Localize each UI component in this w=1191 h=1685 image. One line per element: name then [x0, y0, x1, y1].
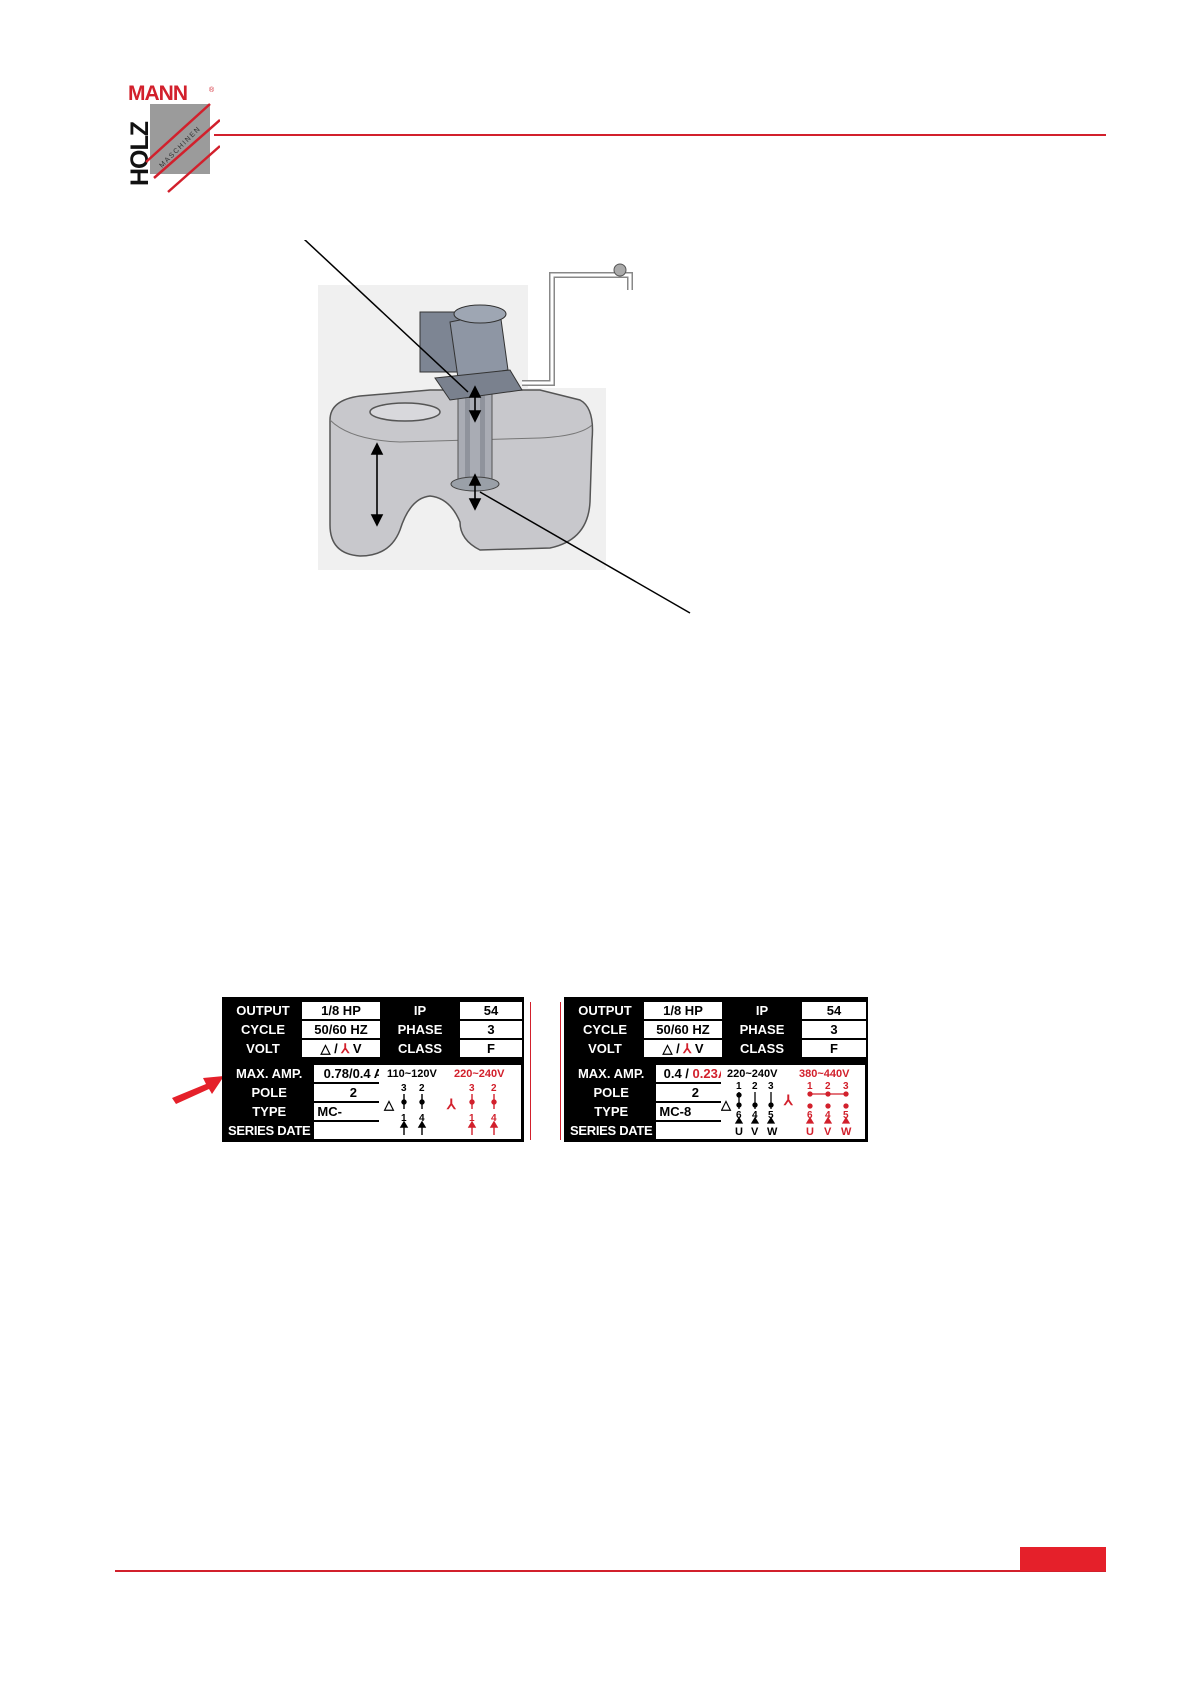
svg-text:3: 3 — [469, 1083, 475, 1094]
svg-text:W: W — [767, 1126, 778, 1138]
svg-text:380~440V: 380~440V — [799, 1068, 850, 1080]
logo-brand-side: HOLZ — [126, 121, 154, 186]
svg-text:1: 1 — [469, 1113, 475, 1124]
svg-text:1: 1 — [736, 1081, 742, 1092]
svg-text:U: U — [806, 1126, 814, 1138]
logo-brand-top: MANN — [128, 82, 187, 105]
svg-text:4: 4 — [419, 1113, 425, 1124]
svg-text:V: V — [751, 1126, 759, 1138]
page-number-tab — [1020, 1547, 1106, 1571]
svg-text:4: 4 — [491, 1113, 497, 1124]
svg-text:4: 4 — [752, 1110, 758, 1121]
svg-text:2: 2 — [825, 1081, 831, 1092]
header-rule — [214, 134, 1106, 136]
svg-text:5: 5 — [843, 1110, 849, 1121]
svg-text:⅄: ⅄ — [783, 1092, 794, 1108]
svg-text:1: 1 — [807, 1081, 813, 1092]
red-arrow-icon — [172, 1076, 224, 1104]
svg-text:®: ® — [209, 86, 215, 94]
wiring-diagram-220v: 220~240V 380~440V △ 1 2 3 6 4 5 U V W ⅄ … — [721, 1065, 865, 1139]
holzmann-logo: MANN ® HOLZ MASCHINEN — [126, 82, 220, 193]
svg-text:3: 3 — [843, 1081, 849, 1092]
svg-text:3: 3 — [768, 1081, 774, 1092]
svg-text:4: 4 — [825, 1110, 831, 1121]
svg-text:6: 6 — [807, 1110, 813, 1121]
svg-text:2: 2 — [752, 1081, 758, 1092]
svg-text:2: 2 — [419, 1083, 425, 1094]
svg-text:220~240V: 220~240V — [454, 1068, 505, 1080]
nameplate-110v-table: OUTPUT 1/8 HP IP 54 CYCLE 50/60 HZ PHASE… — [225, 1001, 523, 1058]
svg-text:3: 3 — [401, 1083, 407, 1094]
svg-text:1: 1 — [401, 1113, 407, 1124]
footer-rule — [115, 1570, 1106, 1572]
svg-text:△: △ — [383, 1097, 395, 1112]
svg-text:5: 5 — [768, 1110, 774, 1121]
svg-text:2: 2 — [491, 1083, 497, 1094]
wiring-diagram-110v: 110~120V 220~240V △ 3 2 1 4 ⅄ 3 2 1 4 — [379, 1065, 521, 1139]
svg-text:W: W — [841, 1126, 852, 1138]
svg-text:110~120V: 110~120V — [387, 1068, 438, 1080]
coolant-pump-illustration — [303, 240, 691, 614]
plate-separator — [524, 1002, 564, 1140]
nameplate-220v-table: OUTPUT 1/8 HP IP 54 CYCLE 50/60 HZ PHASE… — [567, 1001, 867, 1058]
nameplate-220v: OUTPUT 1/8 HP IP 54 CYCLE 50/60 HZ PHASE… — [564, 997, 868, 1142]
svg-text:220~240V: 220~240V — [727, 1068, 778, 1080]
nameplate-110v: OUTPUT 1/8 HP IP 54 CYCLE 50/60 HZ PHASE… — [222, 997, 524, 1142]
svg-text:V: V — [824, 1126, 832, 1138]
svg-text:U: U — [735, 1126, 743, 1138]
svg-text:⅄: ⅄ — [446, 1096, 457, 1112]
svg-text:△: △ — [721, 1097, 732, 1112]
svg-text:6: 6 — [736, 1110, 742, 1121]
